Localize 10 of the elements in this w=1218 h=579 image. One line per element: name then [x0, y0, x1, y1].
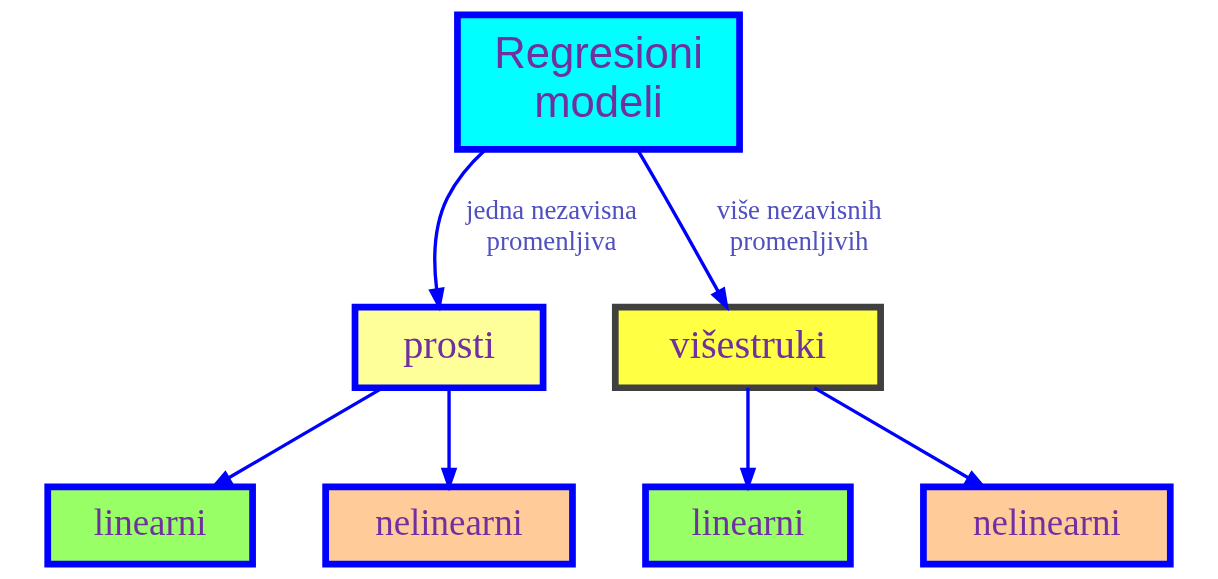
edge-label: jedna nezavisna promenljiva [466, 195, 637, 256]
node-box: prosti [351, 303, 547, 392]
node-box: nelinearni [322, 483, 576, 568]
node-box: višestruki [611, 303, 884, 392]
edge-label: više nezavisnih promenljivih [716, 195, 882, 256]
node-box: Regresioni modeli [454, 11, 743, 153]
node-box: linearni [642, 483, 854, 568]
node-box: linearni [44, 483, 256, 568]
arrow [739, 387, 757, 492]
node-box: nelinearni [920, 483, 1174, 568]
